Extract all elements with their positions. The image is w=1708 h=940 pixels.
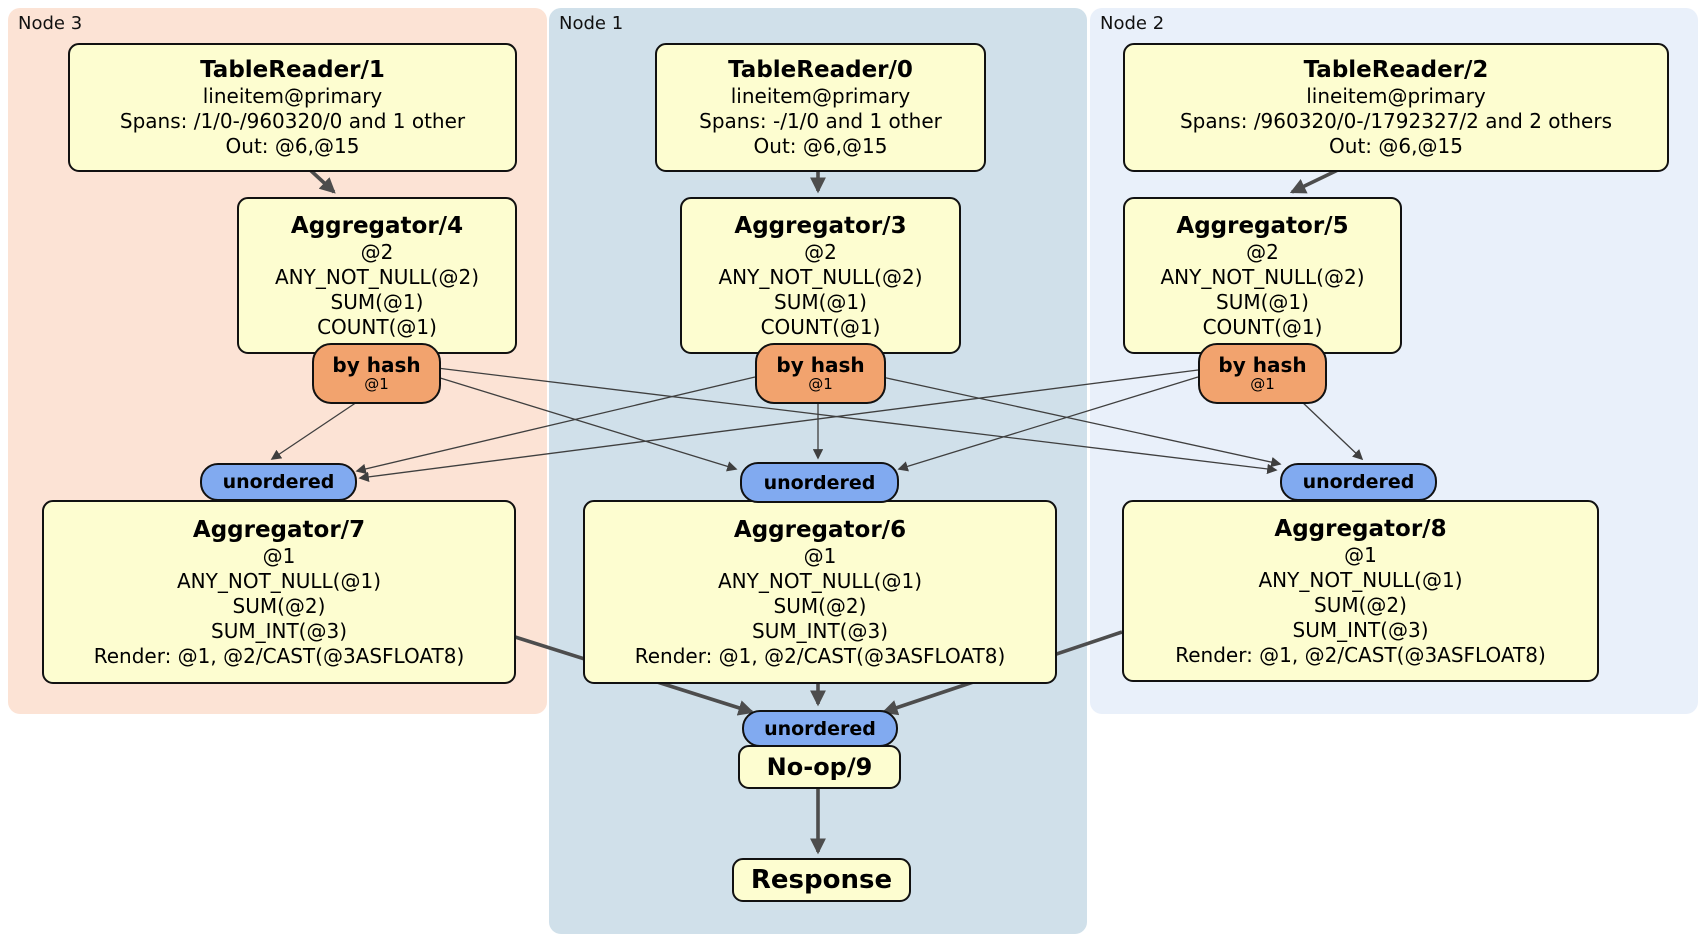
processor-line: SUM_INT(@3) (1292, 617, 1429, 642)
edge-router-right-sync-right (1299, 399, 1364, 461)
processor-aggregator-8: Aggregator/8 @1 ANY_NOT_NULL(@1) SUM(@2)… (1122, 500, 1599, 682)
router-label: by hash (332, 353, 421, 377)
processor-line: SUM(@2) (773, 593, 867, 618)
processor-line: ANY_NOT_NULL(@2) (1160, 264, 1365, 289)
processor-line: ANY_NOT_NULL(@2) (275, 264, 479, 289)
router-detail: @1 (1250, 375, 1275, 393)
processor-line: SUM(@2) (232, 593, 326, 618)
processor-tablereader-1: TableReader/1 lineitem@primary Spans: /1… (68, 43, 517, 172)
processor-line: SUM_INT(@3) (752, 618, 888, 643)
edge-router-left-sync-left (270, 399, 361, 460)
processor-line: ANY_NOT_NULL(@1) (177, 568, 381, 593)
processor-title: Aggregator/8 (1274, 515, 1447, 542)
processor-response: Response (732, 858, 911, 902)
processor-line: lineitem@primary (1306, 84, 1486, 108)
processor-line: Render: @1, @2/CAST(@3ASFLOAT8) (1175, 642, 1546, 667)
processor-title: Aggregator/4 (290, 212, 464, 239)
router-label: by hash (1218, 353, 1307, 377)
processor-line: ANY_NOT_NULL(@2) (718, 264, 923, 289)
processor-line: Out: @6,@15 (1329, 134, 1463, 158)
processor-line: @1 (1344, 542, 1377, 567)
processor-line: Out: @6,@15 (225, 134, 360, 158)
router-by-hash-left: by hash @1 (312, 343, 441, 404)
edge-router-center-sync-left (355, 376, 756, 475)
processor-title: Aggregator/6 (733, 516, 907, 543)
processor-line: Render: @1, @2/CAST(@3ASFLOAT8) (634, 643, 1006, 668)
edge-router-left-sync-center (436, 376, 738, 472)
router-by-hash-center: by hash @1 (755, 343, 886, 404)
sync-label: unordered (764, 717, 876, 740)
processor-line: SUM(@1) (1216, 289, 1309, 314)
sync-unordered-bottom: unordered (742, 710, 898, 747)
edge-router-right-sync-left (358, 369, 1199, 483)
router-detail: @1 (808, 375, 833, 393)
processor-line: COUNT(@1) (1202, 314, 1323, 339)
sync-unordered-center: unordered (740, 462, 899, 503)
router-label: by hash (776, 353, 865, 377)
processor-line: SUM(@1) (330, 289, 424, 314)
edge-router-right-sync-center (897, 376, 1199, 472)
processor-line: Spans: -/1/0 and 1 other (699, 109, 942, 133)
processor-line: SUM_INT(@3) (211, 618, 347, 643)
processor-line: Spans: /1/0-/960320/0 and 1 other (119, 109, 466, 133)
processor-title: TableReader/1 (200, 57, 385, 83)
processor-line: COUNT(@1) (317, 314, 437, 339)
sync-unordered-right: unordered (1280, 463, 1437, 501)
processor-line: ANY_NOT_NULL(@1) (718, 568, 922, 593)
processor-title: Aggregator/5 (1176, 212, 1349, 239)
edge-tr2-agg5 (1289, 166, 1343, 194)
sync-label: unordered (763, 471, 876, 494)
processor-line: SUM(@2) (1314, 592, 1407, 617)
processor-title: No-op/9 (766, 752, 873, 781)
processor-tablereader-2: TableReader/2 lineitem@primary Spans: /9… (1123, 43, 1669, 172)
region-node1-label: Node 1 (559, 13, 624, 34)
processor-line: @2 (360, 239, 394, 264)
region-node2-label: Node 2 (1100, 13, 1165, 34)
processor-title: TableReader/2 (1303, 57, 1489, 83)
processor-line: ANY_NOT_NULL(@1) (1258, 567, 1463, 592)
processor-title: Aggregator/3 (734, 212, 907, 239)
sync-unordered-left: unordered (200, 463, 357, 501)
processor-title: Aggregator/7 (192, 516, 366, 543)
sync-label: unordered (222, 471, 335, 493)
processor-tablereader-0: TableReader/0 lineitem@primary Spans: -/… (655, 43, 986, 172)
processor-line: lineitem@primary (730, 84, 911, 108)
processor-aggregator-6: Aggregator/6 @1 ANY_NOT_NULL(@1) SUM(@2)… (583, 500, 1057, 684)
edge-router-center-sync-right (881, 376, 1282, 468)
processor-title: TableReader/0 (728, 57, 913, 83)
router-detail: @1 (364, 375, 389, 393)
processor-title: Response (750, 864, 893, 895)
edge-router-left-sync-right (436, 367, 1278, 475)
sync-label: unordered (1302, 471, 1415, 493)
edge-tr1-agg4 (306, 166, 336, 194)
processor-line: @1 (803, 543, 837, 568)
router-by-hash-right: by hash @1 (1198, 343, 1327, 404)
region-node3-label: Node 3 (18, 13, 83, 34)
processor-line: @2 (1246, 239, 1279, 264)
processor-aggregator-5: Aggregator/5 @2 ANY_NOT_NULL(@2) SUM(@1)… (1123, 197, 1402, 354)
processor-line: @1 (262, 543, 296, 568)
processor-aggregator-7: Aggregator/7 @1 ANY_NOT_NULL(@1) SUM(@2)… (42, 500, 516, 684)
processor-line: Out: @6,@15 (753, 134, 888, 158)
processor-line: Render: @1, @2/CAST(@3ASFLOAT8) (93, 643, 465, 668)
processor-line: Spans: /960320/0-/1792327/2 and 2 others (1179, 109, 1612, 133)
processor-aggregator-4: Aggregator/4 @2 ANY_NOT_NULL(@2) SUM(@1)… (237, 197, 517, 354)
processor-line: SUM(@1) (774, 289, 867, 314)
processor-line: COUNT(@1) (760, 314, 881, 339)
processor-line: lineitem@primary (202, 84, 383, 108)
processor-line: @2 (804, 239, 837, 264)
processor-aggregator-3: Aggregator/3 @2 ANY_NOT_NULL(@2) SUM(@1)… (680, 197, 961, 354)
processor-noop-9: No-op/9 (738, 745, 901, 789)
